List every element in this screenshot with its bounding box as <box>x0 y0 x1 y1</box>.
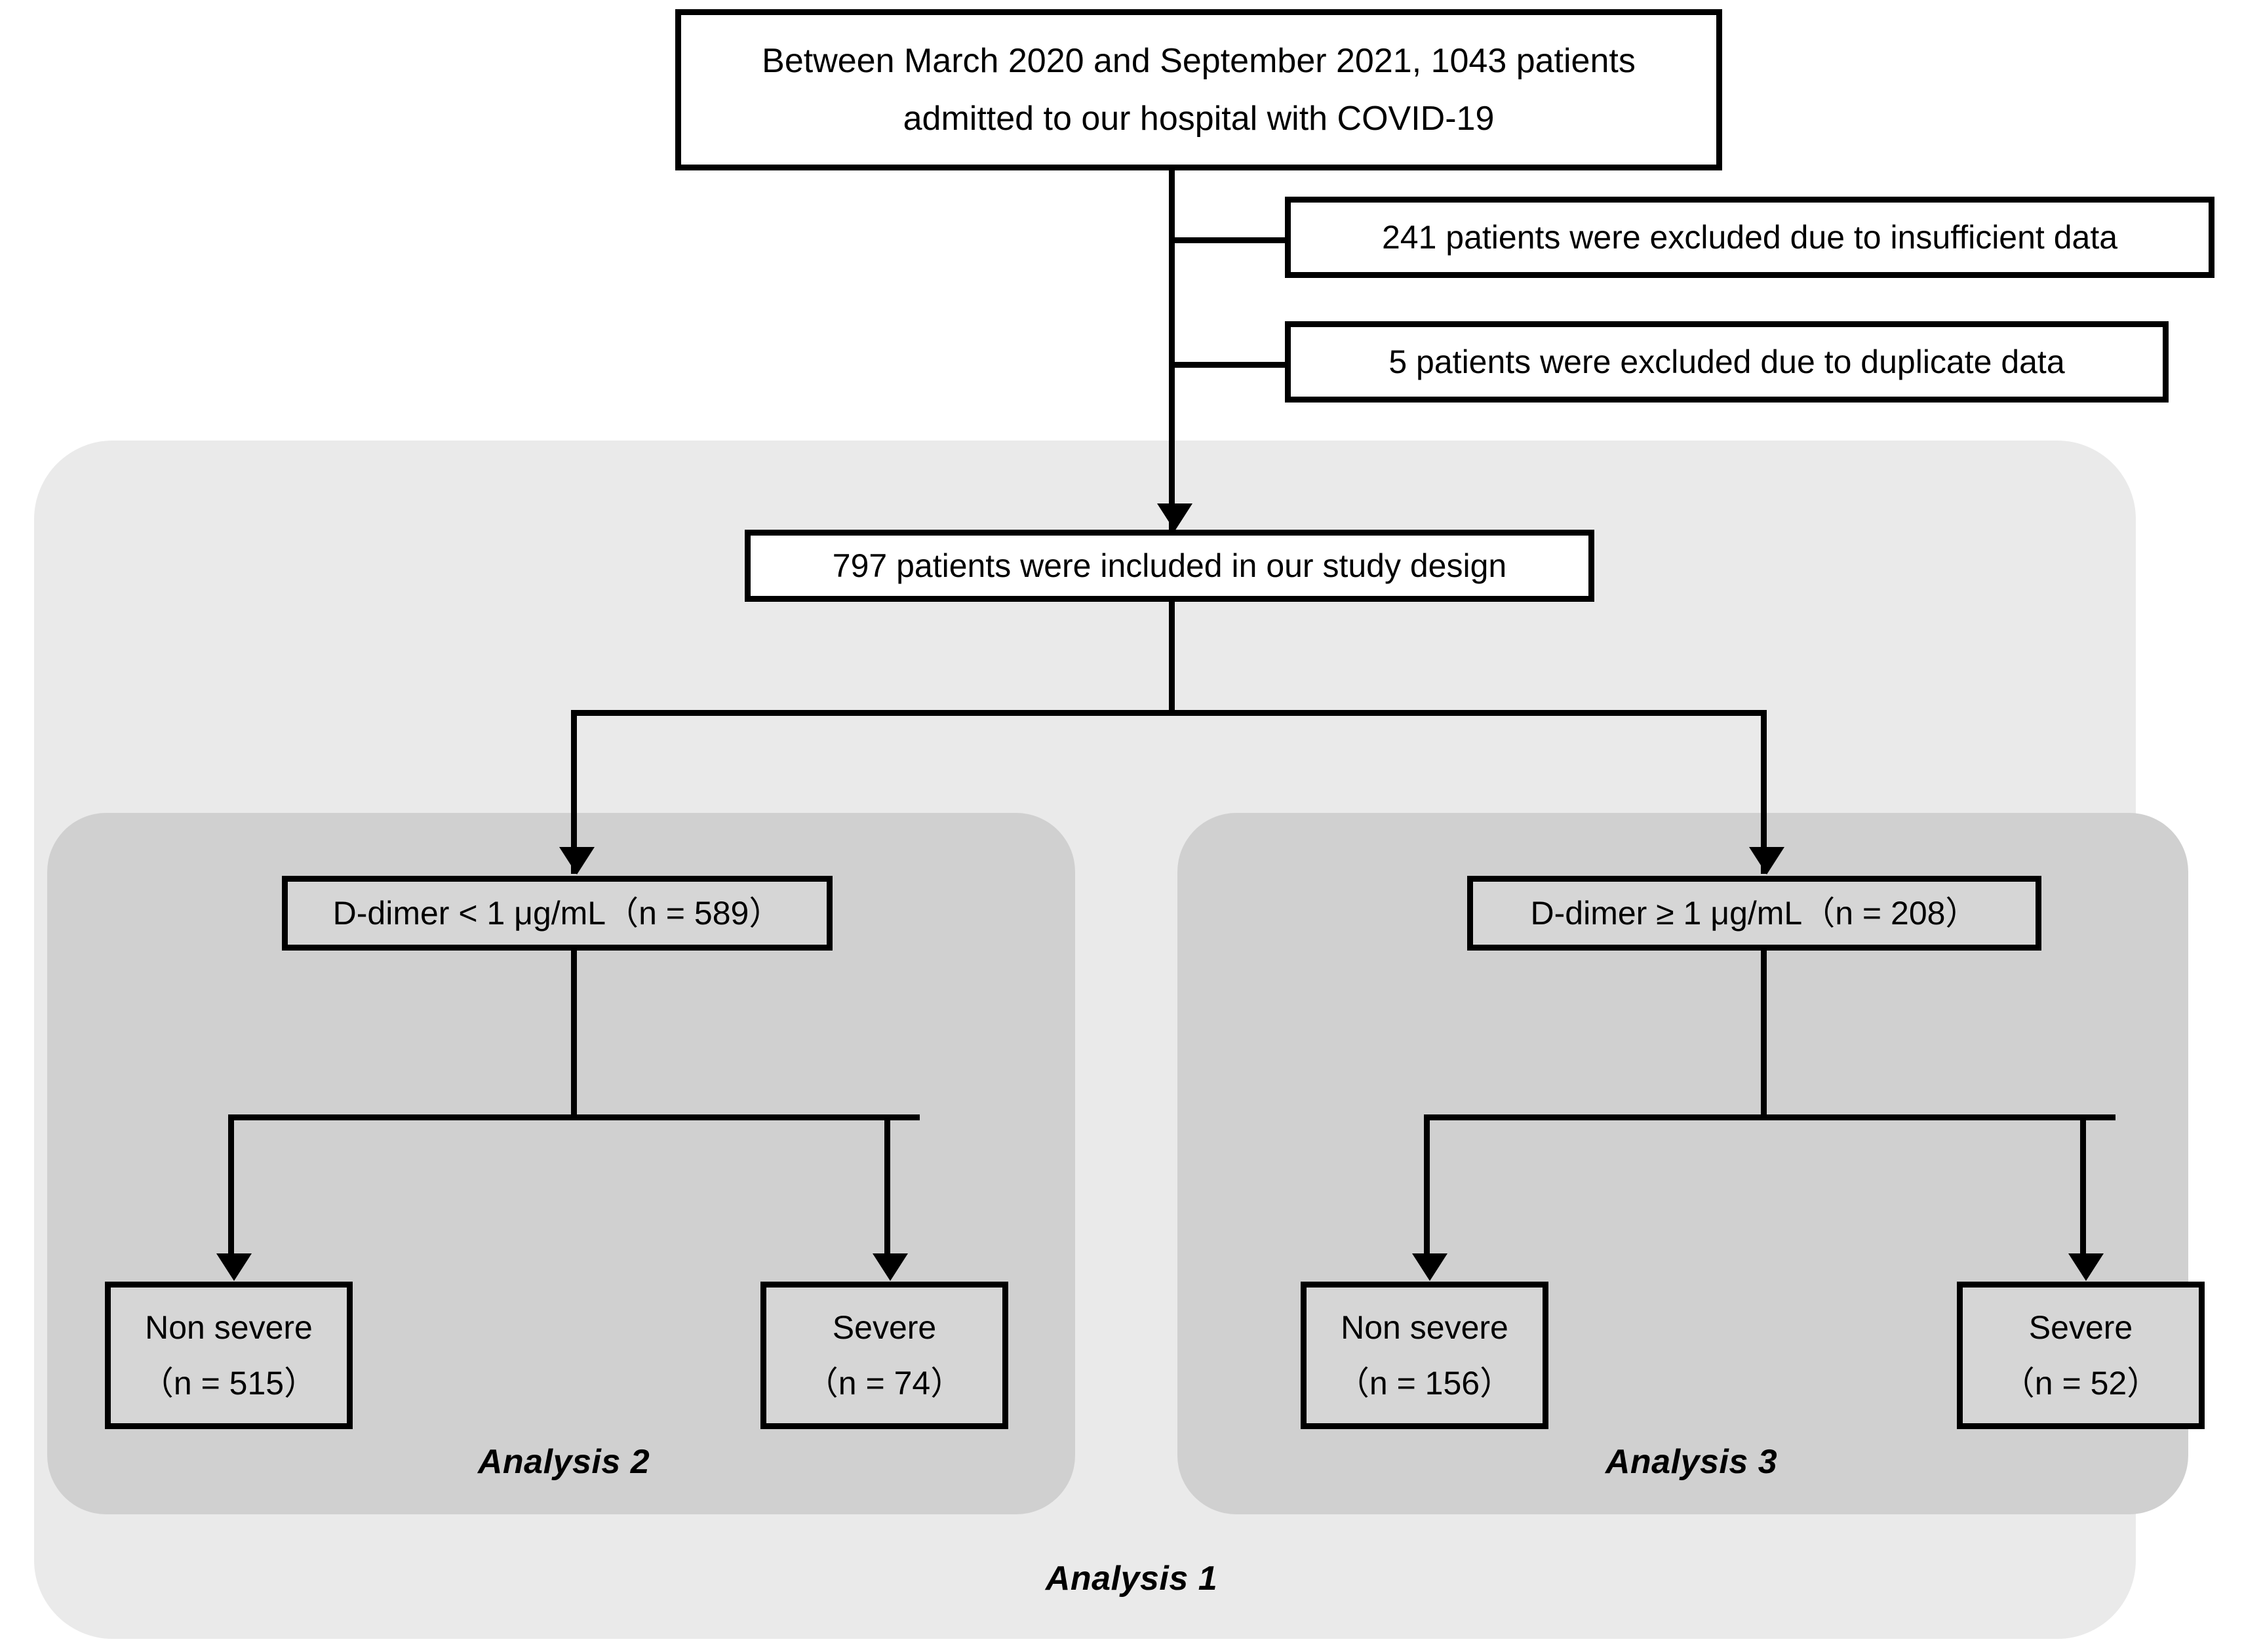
analysis-3-label: Analysis 3 <box>1605 1443 1778 1481</box>
connector-high-split-bar <box>1424 1114 2115 1120</box>
arrowhead-to-included <box>1157 503 1192 531</box>
connector-ddimer-low-stem <box>571 951 577 1120</box>
exclusion-duplicate-label: 5 patients were excluded due to duplicat… <box>1388 343 2065 380</box>
ddimer-low-label: D-dimer < 1 μg/mL（n = 589） <box>332 894 782 932</box>
arrowhead-to-low-non-severe <box>216 1253 252 1281</box>
connector-low-to-severe <box>884 1114 890 1262</box>
low-severe-label: Severe <box>832 1308 937 1346</box>
connector-high-to-non-severe <box>1424 1114 1430 1262</box>
enrollment-line-2: admitted to our hospital with COVID-19 <box>903 100 1495 138</box>
exclusion-insufficient-label: 241 patients were excluded due to insuff… <box>1381 218 2118 256</box>
ddimer-high-box: D-dimer ≥ 1 μg/mL（n = 208） <box>1467 876 2041 951</box>
arrowhead-to-high-severe <box>2068 1253 2104 1281</box>
enrollment-box: Between March 2020 and September 2021, 1… <box>675 9 1722 170</box>
high-severe-label: Severe <box>2028 1308 2133 1346</box>
connector-branch-right <box>1761 710 1767 874</box>
exclusion-duplicate-box: 5 patients were excluded due to duplicat… <box>1285 321 2169 403</box>
connector-trunk-main <box>1169 169 1175 531</box>
analysis-1-label: Analysis 1 <box>1045 1560 1218 1598</box>
analysis-2-label: Analysis 2 <box>477 1443 650 1481</box>
high-non-severe-count: （n = 156） <box>1336 1364 1513 1402</box>
ddimer-low-box: D-dimer < 1 μg/mL（n = 589） <box>282 876 833 951</box>
arrowhead-to-ddimer-high <box>1749 847 1784 875</box>
connector-low-split-bar <box>228 1114 920 1120</box>
arrowhead-to-low-severe <box>873 1253 908 1281</box>
high-non-severe-label: Non severe <box>1341 1308 1508 1346</box>
low-non-severe-box: Non severe （n = 515） <box>105 1282 353 1429</box>
low-non-severe-label: Non severe <box>145 1308 313 1346</box>
connector-high-to-severe <box>2080 1114 2086 1262</box>
high-severe-count: （n = 52） <box>2001 1364 2160 1402</box>
ddimer-high-label: D-dimer ≥ 1 μg/mL（n = 208） <box>1530 894 1978 932</box>
exclusion-insufficient-box: 241 patients were excluded due to insuff… <box>1285 197 2214 278</box>
connector-branch-left <box>571 710 577 874</box>
connector-to-exclusion-duplicate <box>1169 362 1287 368</box>
low-severe-box: Severe （n = 74） <box>760 1282 1008 1429</box>
connector-to-exclusion-insufficient <box>1169 237 1287 243</box>
arrowhead-to-high-non-severe <box>1412 1253 1447 1281</box>
high-non-severe-box: Non severe （n = 156） <box>1301 1282 1548 1429</box>
connector-low-to-non-severe <box>228 1114 234 1262</box>
enrollment-line-1: Between March 2020 and September 2021, 1… <box>762 41 1636 80</box>
connector-ddimer-high-stem <box>1761 951 1767 1120</box>
arrowhead-to-ddimer-low <box>559 847 595 875</box>
included-box: 797 patients were included in our study … <box>745 530 1594 602</box>
low-severe-count: （n = 74） <box>805 1364 964 1402</box>
low-non-severe-count: （n = 515） <box>140 1364 317 1402</box>
included-label: 797 patients were included in our study … <box>832 547 1507 584</box>
connector-split-bar-top <box>571 710 1767 716</box>
connector-included-to-split <box>1169 590 1175 715</box>
high-severe-box: Severe （n = 52） <box>1957 1282 2205 1429</box>
